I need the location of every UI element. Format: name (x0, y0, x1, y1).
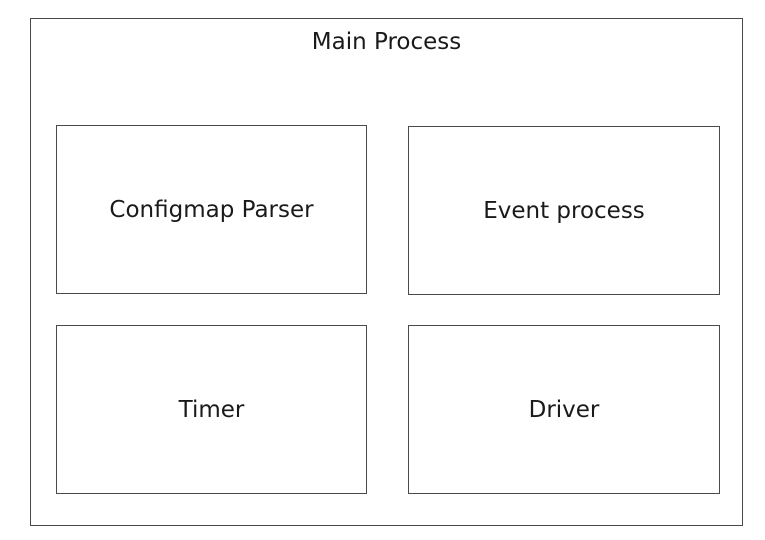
timer-box: Timer (56, 325, 367, 494)
configmap-parser-box: Configmap Parser (56, 125, 367, 294)
event-process-box: Event process (408, 126, 720, 295)
timer-label: Timer (178, 396, 245, 423)
driver-box: Driver (408, 325, 720, 494)
configmap-parser-label: Configmap Parser (109, 196, 314, 223)
main-process-title: Main Process (311, 29, 462, 55)
event-process-label: Event process (483, 197, 645, 224)
driver-label: Driver (528, 396, 600, 423)
